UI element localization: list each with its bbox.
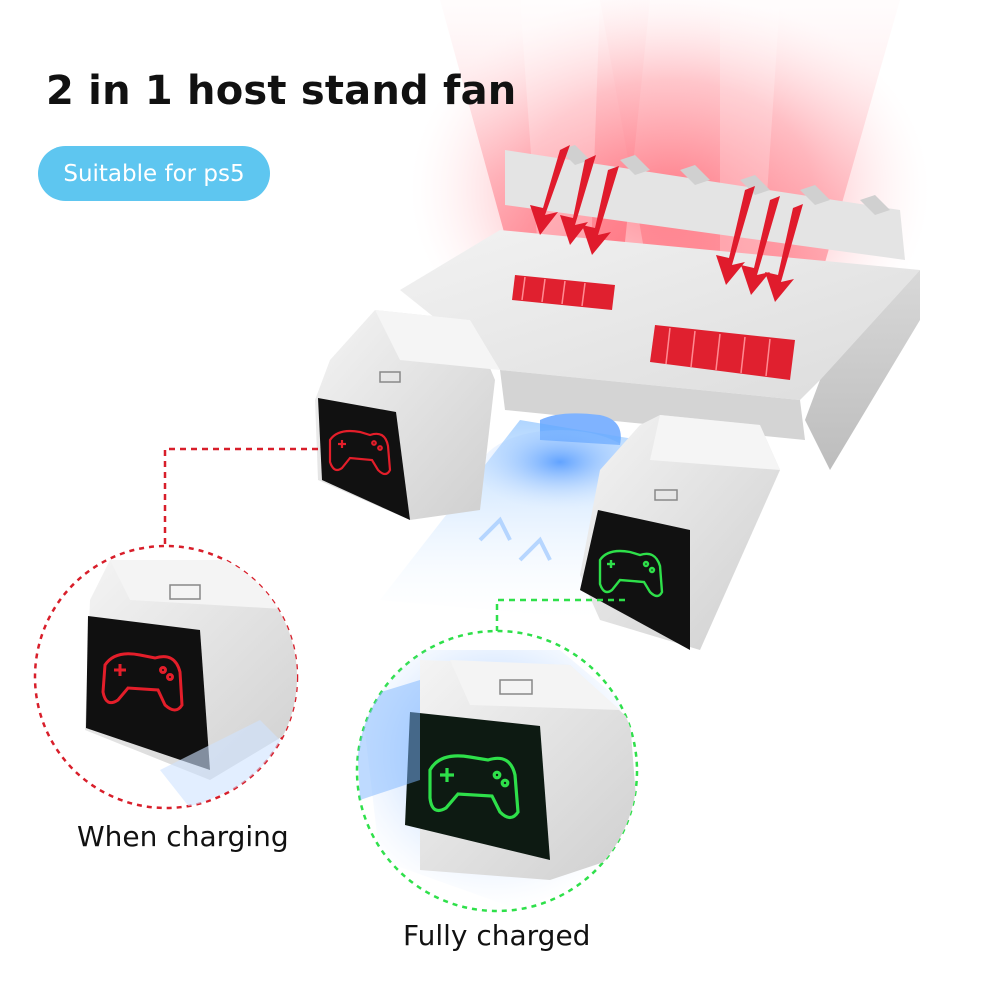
arrow-down-icon (716, 186, 755, 285)
usb-port-icon (654, 489, 678, 501)
charging-caption: When charging (77, 820, 289, 853)
controller-icon-green (428, 754, 520, 820)
charging-dock-right (580, 415, 780, 650)
controller-icon-red (328, 429, 392, 476)
hot-air-arrows (530, 145, 803, 302)
charged-caption: Fully charged (403, 919, 591, 952)
charged-callout (355, 598, 639, 913)
compatibility-badge: Suitable for ps5 (38, 146, 270, 201)
arrow-down-icon (560, 155, 596, 245)
usb-port-icon (379, 371, 401, 383)
arrow-down-icon (765, 204, 803, 302)
arrow-down-icon (582, 166, 619, 255)
arrow-down-icon (741, 196, 780, 295)
controller-icon-green (598, 549, 664, 598)
arrow-down-icon (530, 145, 570, 235)
usb-port-icon (169, 584, 201, 600)
charging-dock-left (315, 310, 500, 520)
console-stand (400, 145, 920, 470)
usb-port-icon (499, 679, 533, 695)
page-title: 2 in 1 host stand fan (46, 68, 517, 114)
charging-callout (33, 447, 318, 810)
controller-icon-red (101, 652, 184, 712)
